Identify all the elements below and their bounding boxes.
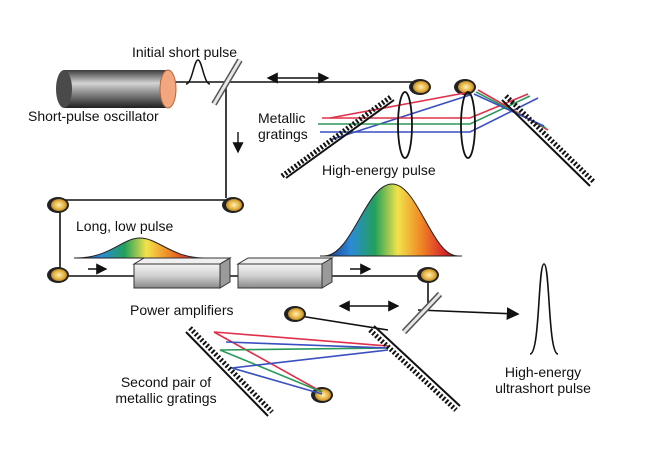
beam-splitter-icon	[211, 58, 243, 106]
oscillator-label: Short-pulse oscillator	[28, 108, 159, 124]
grating-icon	[368, 325, 461, 412]
stretcher-rays	[318, 89, 549, 141]
grating-icon	[280, 93, 395, 179]
oscillator-icon	[56, 69, 177, 109]
grating-icon	[185, 326, 274, 417]
beam-splitter-icon	[401, 291, 443, 335]
high-energy-pulse-icon	[323, 183, 459, 257]
output-pulse-icon	[529, 263, 559, 355]
mirror-icon	[284, 306, 306, 322]
mirror-icon	[47, 197, 69, 213]
second-pair-label: Second pair of metallic gratings	[115, 374, 217, 406]
power-amplifier-icon	[132, 257, 232, 289]
power-amplifier-icon	[236, 257, 334, 289]
initial-pulse-icon	[185, 59, 211, 85]
mirror-icon	[409, 79, 431, 95]
grating-icon	[501, 94, 596, 187]
metallic-gratings-label: Metallic gratings	[258, 110, 308, 142]
direction-arrows	[88, 72, 400, 312]
initial-short-pulse-label: Initial short pulse	[132, 44, 238, 60]
power-amplifiers-label: Power amplifiers	[130, 302, 234, 318]
output-pulse-label: High-energy ultrashort pulse	[495, 364, 591, 396]
compressor-rays	[213, 331, 389, 395]
lens-icon	[460, 91, 476, 159]
high-energy-pulse-label: High-energy pulse	[322, 162, 436, 178]
lens-icon	[397, 91, 413, 159]
mirror-icon	[47, 267, 69, 283]
mirror-icon	[222, 197, 244, 213]
long-low-pulse-label: Long, low pulse	[76, 218, 174, 234]
mirror-icon	[417, 267, 439, 283]
long-pulse-icon	[75, 237, 205, 259]
